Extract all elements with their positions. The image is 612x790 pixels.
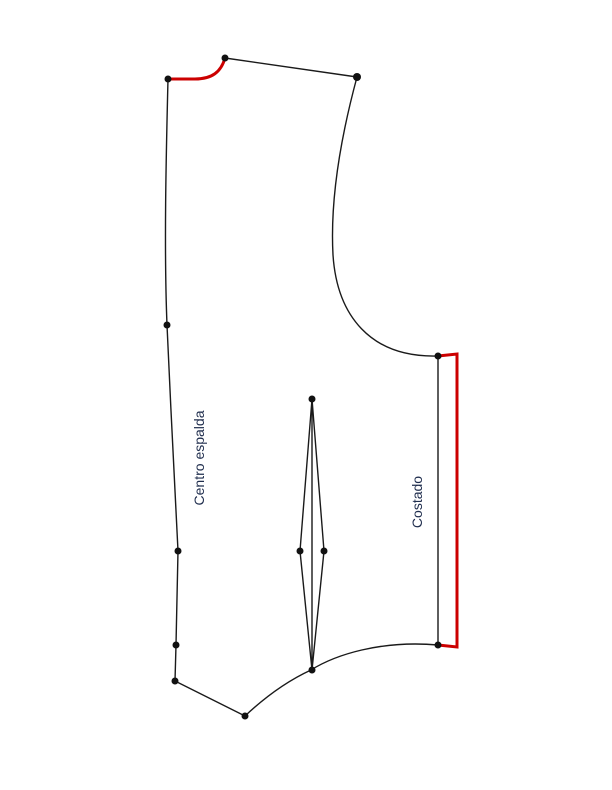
point-dart-left xyxy=(296,547,304,555)
side-seam-label: Costado xyxy=(409,476,425,528)
center-back-line xyxy=(164,78,179,682)
point-underarm xyxy=(434,352,442,360)
hem-curve-right xyxy=(310,643,439,671)
neckline-highlight xyxy=(166,56,227,81)
point-center-back-mid xyxy=(163,321,171,329)
point-neck-center xyxy=(164,75,172,83)
armhole-curve xyxy=(331,76,439,357)
highlighted-seams xyxy=(166,56,459,649)
point-center-back-waist xyxy=(174,547,182,555)
point-side-waist xyxy=(434,641,442,649)
shoulder-line xyxy=(224,57,358,78)
point-hem-bottom xyxy=(241,712,249,720)
pattern-outline xyxy=(164,57,439,717)
point-dart-top xyxy=(308,395,316,403)
center-back-label: Centro espalda xyxy=(191,410,207,505)
construction-points xyxy=(163,54,442,720)
bottom-left-edge xyxy=(174,680,246,717)
point-neck-shoulder xyxy=(221,54,229,62)
point-dart-right xyxy=(320,547,328,555)
dart xyxy=(299,398,325,671)
side-seam-highlight xyxy=(436,352,459,649)
point-dart-bottom xyxy=(308,666,316,674)
hem-curve-left xyxy=(244,669,312,717)
point-center-back-hem xyxy=(171,677,179,685)
point-center-back-hip xyxy=(172,641,180,649)
point-shoulder-tip xyxy=(353,73,361,81)
